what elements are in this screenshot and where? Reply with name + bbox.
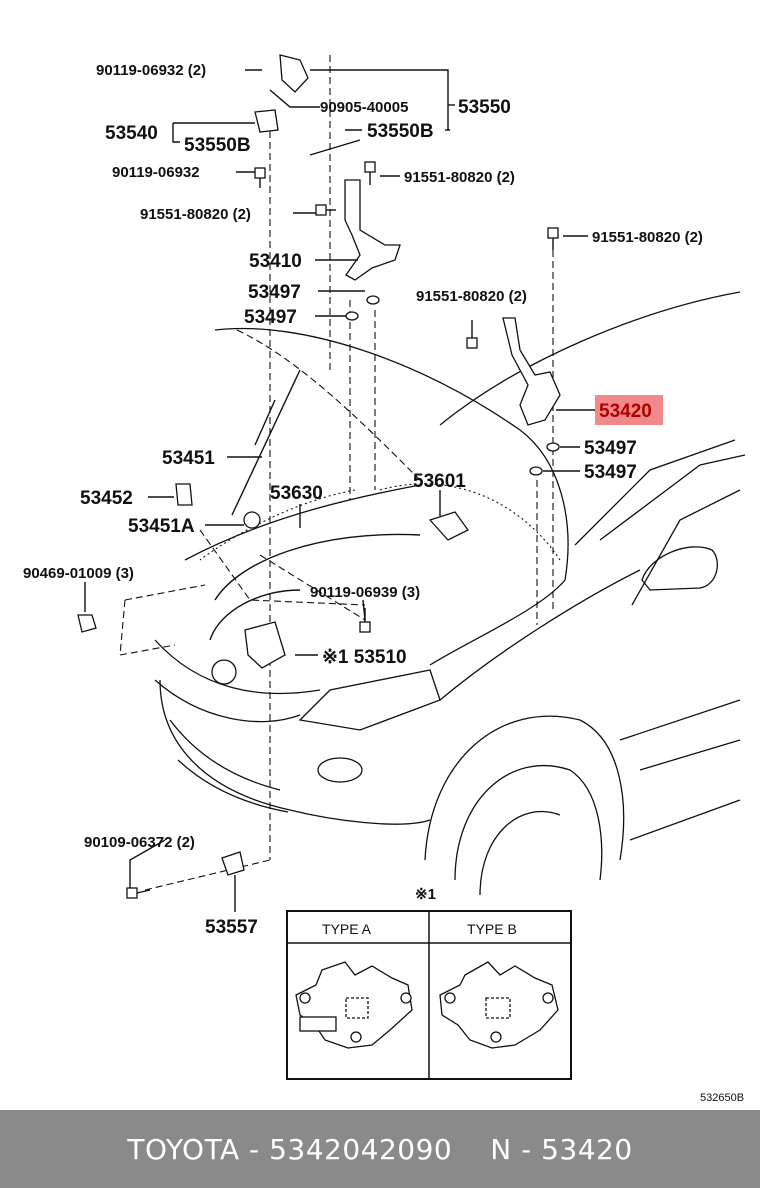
callout-53601: 53601: [413, 471, 466, 492]
highlight-box: [595, 395, 663, 425]
vehicle-outline: [154, 291, 746, 896]
callout-90119-06939-3: 90119-06939 (3): [310, 584, 420, 601]
bolt-icon: [315, 204, 336, 216]
parts: [77, 54, 561, 899]
footer-bar: TOYOTA - 5342042090 N - 53420: [0, 1110, 760, 1188]
callout-90469-01009-3: 90469-01009 (3): [23, 565, 134, 582]
callout-90119-06932-2: 90119-06932 (2): [96, 62, 206, 79]
callout-53497: 53497: [248, 282, 301, 303]
footer-reference: N - 53420: [490, 1132, 633, 1166]
callout-53451: 53451: [162, 448, 215, 469]
leader-guides: [119, 55, 561, 891]
callout-53420: 53420: [599, 401, 652, 422]
footer-brand: TOYOTA: [127, 1132, 240, 1166]
callout-91551-80820-2: 91551-80820 (2): [416, 288, 527, 305]
callout-labels: 90119-06932 (2) 90905-40005 53550 53540 …: [23, 62, 703, 938]
callout-53497: 53497: [584, 438, 637, 459]
callout-90905-40005: 90905-40005: [320, 99, 408, 116]
hood-lock-type-b: [439, 961, 559, 1049]
bolt-icon: [466, 320, 478, 349]
callout-53540: 53540: [105, 123, 158, 144]
callout-53550: 53550: [458, 97, 511, 118]
bolt-icon: [364, 161, 376, 185]
callout-53452: 53452: [80, 488, 133, 509]
hood-lock-type-a: [295, 961, 413, 1049]
leader-lines: [84, 69, 596, 912]
callout-91551-80820-2: 91551-80820 (2): [140, 206, 251, 223]
callout-91551-80820-2: 91551-80820 (2): [592, 229, 703, 246]
callout-53630: 53630: [270, 483, 323, 504]
callout-53550b: 53550B: [367, 121, 434, 142]
note-mark: ※1: [415, 886, 436, 903]
callout-53497: 53497: [244, 307, 297, 328]
parts-diagram: 90119-06932 (2) 90905-40005 53550 53540 …: [23, 54, 746, 1104]
callout-53410: 53410: [249, 251, 302, 272]
callout-90109-06372-2: 90109-06372 (2): [84, 834, 195, 851]
footer-part-number: 5342042090: [269, 1132, 453, 1166]
callout-90119-06932: 90119-06932: [112, 164, 200, 181]
bolt-icon: [547, 227, 559, 250]
type-a-label: TYPE A: [322, 921, 372, 937]
callout-53510: ※1 53510: [322, 647, 407, 668]
lock-type-table: TYPE A TYPE B: [286, 910, 572, 1080]
bolt-icon: [126, 887, 151, 899]
bolt-icon: [254, 167, 266, 188]
clip-icon: [77, 614, 97, 633]
footer-separator: -: [239, 1132, 270, 1166]
callout-53451a: 53451A: [128, 516, 195, 537]
callout-53497: 53497: [584, 462, 637, 483]
callout-91551-80820-2: 91551-80820 (2): [404, 169, 515, 186]
diagram-code: 532650B: [700, 1092, 744, 1104]
type-b-label: TYPE B: [467, 921, 517, 937]
callout-53550b: 53550B: [184, 135, 251, 156]
callout-53557: 53557: [205, 917, 258, 938]
